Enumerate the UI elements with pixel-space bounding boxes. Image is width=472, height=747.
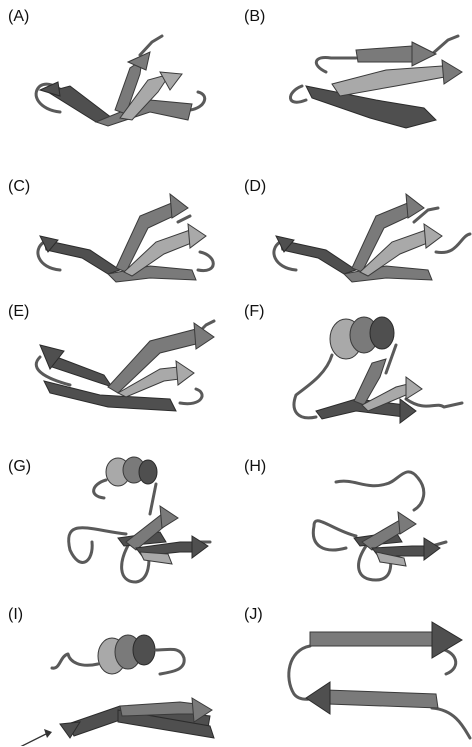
panel-i: (I) [0,598,236,746]
protein-structure-a [0,0,236,148]
panel-j: (J) [236,598,472,746]
protein-structure-f [236,295,472,443]
protein-structure-e [0,295,236,443]
protein-structure-j [236,598,472,746]
protein-structure-h [236,450,472,598]
protein-structure-g [0,450,236,598]
panel-a: (A) [0,0,236,148]
panel-h: (H) [236,450,472,598]
helix-i [98,635,155,674]
protein-structure-i [0,598,236,746]
panel-b: (B) [236,0,472,148]
pointer-arrow [10,729,52,746]
panel-f: (F) [236,295,472,443]
panel-e: (E) [0,295,236,443]
panel-g: (G) [0,450,236,598]
protein-structure-b [236,0,472,148]
helix-f [330,317,394,359]
helix-g [106,457,157,486]
